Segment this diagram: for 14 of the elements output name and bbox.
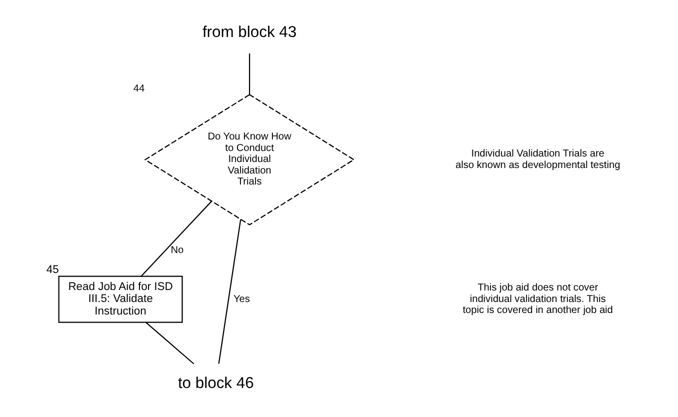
node-box: Read Job Aid for ISD III.5: Validate Instruction [58,276,183,323]
edge-label: Yes [233,294,250,305]
label: This job aid does not cover individual validation trials. This topic is covered in another job aid [462,282,613,316]
node-diamond: Do You Know How to Conduct Individual Validation Trials [144,94,355,226]
connector [248,54,250,94]
connector [140,200,212,277]
node-text: from block 43 [202,24,297,42]
node-label: 44 [133,83,145,94]
node-text: to block 46 [178,375,254,392]
connector [146,322,194,364]
node-label: 45 [46,264,59,276]
connector [218,219,242,364]
edge-label: No [170,245,184,256]
label: Individual Validation Trials are also known as developmental testing [455,148,620,171]
